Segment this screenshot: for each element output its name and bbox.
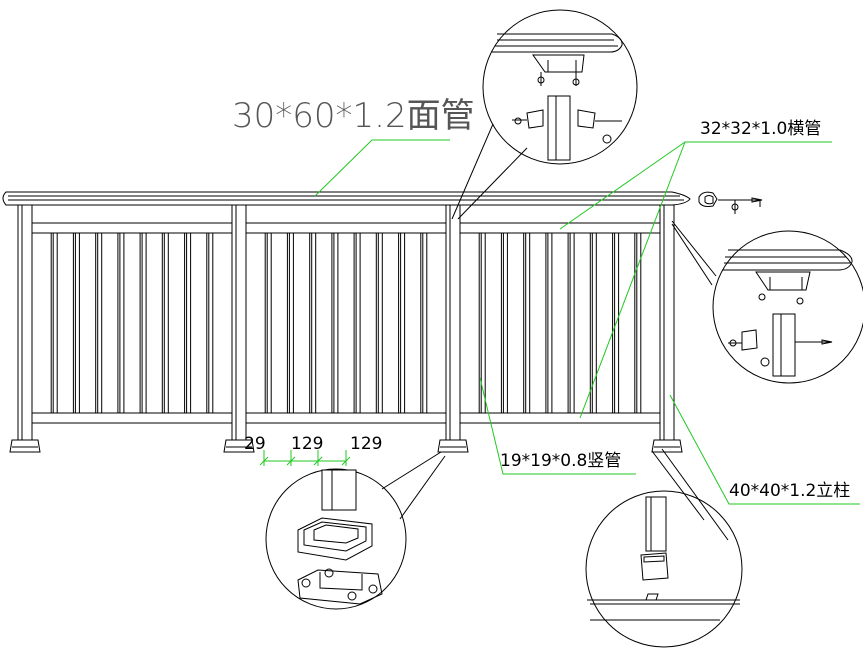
detail-base-plate bbox=[265, 451, 446, 610]
baluster bbox=[634, 232, 642, 414]
dimension-line: 29 129 129 bbox=[244, 434, 382, 466]
post-label: 40*40*1.2立柱 bbox=[729, 481, 850, 501]
post bbox=[9, 204, 41, 453]
cross-tubes bbox=[31, 222, 661, 424]
baluster bbox=[545, 232, 553, 414]
dimension-value: 29 bbox=[244, 434, 266, 454]
baluster bbox=[375, 232, 383, 414]
post bbox=[223, 204, 255, 453]
baluster bbox=[309, 232, 317, 414]
cross-tube-label: 32*32*1.0横管 bbox=[700, 119, 821, 139]
baluster-label: 19*19*0.8竖管 bbox=[500, 451, 621, 471]
cross-tube-leader bbox=[559, 141, 832, 230]
baluster bbox=[523, 232, 531, 414]
post bbox=[437, 204, 469, 453]
post-leader bbox=[669, 394, 860, 505]
baluster bbox=[612, 232, 620, 414]
baluster bbox=[286, 232, 294, 414]
baluster bbox=[264, 232, 272, 414]
baluster bbox=[117, 232, 125, 414]
post bbox=[651, 204, 683, 453]
detail-side-connection bbox=[671, 220, 863, 384]
baluster-leader bbox=[479, 377, 636, 475]
balusters bbox=[50, 232, 642, 414]
dimension-value: 129 bbox=[291, 434, 323, 454]
detail-top-connection bbox=[451, 9, 638, 220]
dimension-value: 129 bbox=[350, 434, 382, 454]
baluster bbox=[139, 232, 147, 414]
baluster bbox=[206, 232, 214, 414]
baluster bbox=[95, 232, 103, 414]
baluster bbox=[161, 232, 169, 414]
detail-end-cap bbox=[698, 191, 763, 214]
baluster bbox=[398, 232, 406, 414]
baluster bbox=[500, 232, 508, 414]
posts bbox=[9, 204, 683, 453]
baluster bbox=[331, 232, 339, 414]
baluster bbox=[184, 232, 192, 414]
baluster bbox=[420, 232, 428, 414]
top-rail bbox=[2, 191, 691, 206]
baluster bbox=[589, 232, 597, 414]
top-rail-label: 30*60*1.2面管 bbox=[232, 96, 475, 136]
baluster bbox=[72, 232, 80, 414]
baluster bbox=[567, 232, 575, 414]
baluster bbox=[478, 232, 486, 414]
top-rail-leader bbox=[314, 139, 450, 197]
baluster bbox=[50, 232, 58, 414]
detail-post-sleeve bbox=[585, 448, 743, 648]
baluster bbox=[353, 232, 361, 414]
